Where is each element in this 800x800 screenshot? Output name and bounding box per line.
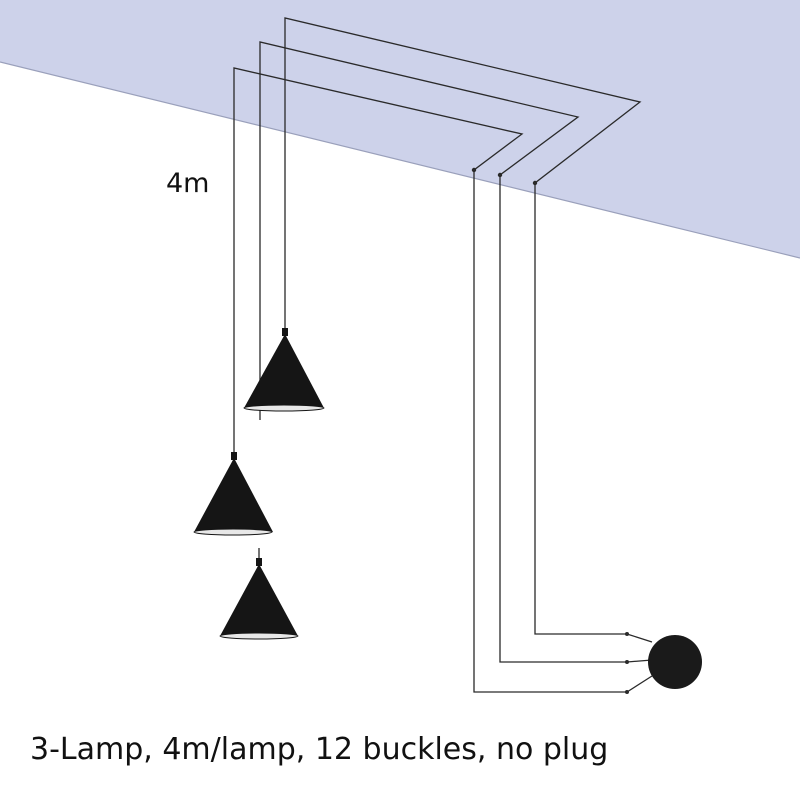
ceiling-plane xyxy=(0,0,800,258)
pendant-lamp-icon xyxy=(219,558,299,640)
ceiling-canopy-icon xyxy=(648,635,702,689)
cable-length-label: 4m xyxy=(166,168,210,199)
pendant-lamp-icon xyxy=(243,328,325,412)
wire-clips xyxy=(471,167,629,694)
product-caption: 3-Lamp, 4m/lamp, 12 buckles, no plug xyxy=(30,732,609,767)
ceiling-edge xyxy=(0,61,800,259)
pendant-lamp-icon xyxy=(193,452,273,536)
